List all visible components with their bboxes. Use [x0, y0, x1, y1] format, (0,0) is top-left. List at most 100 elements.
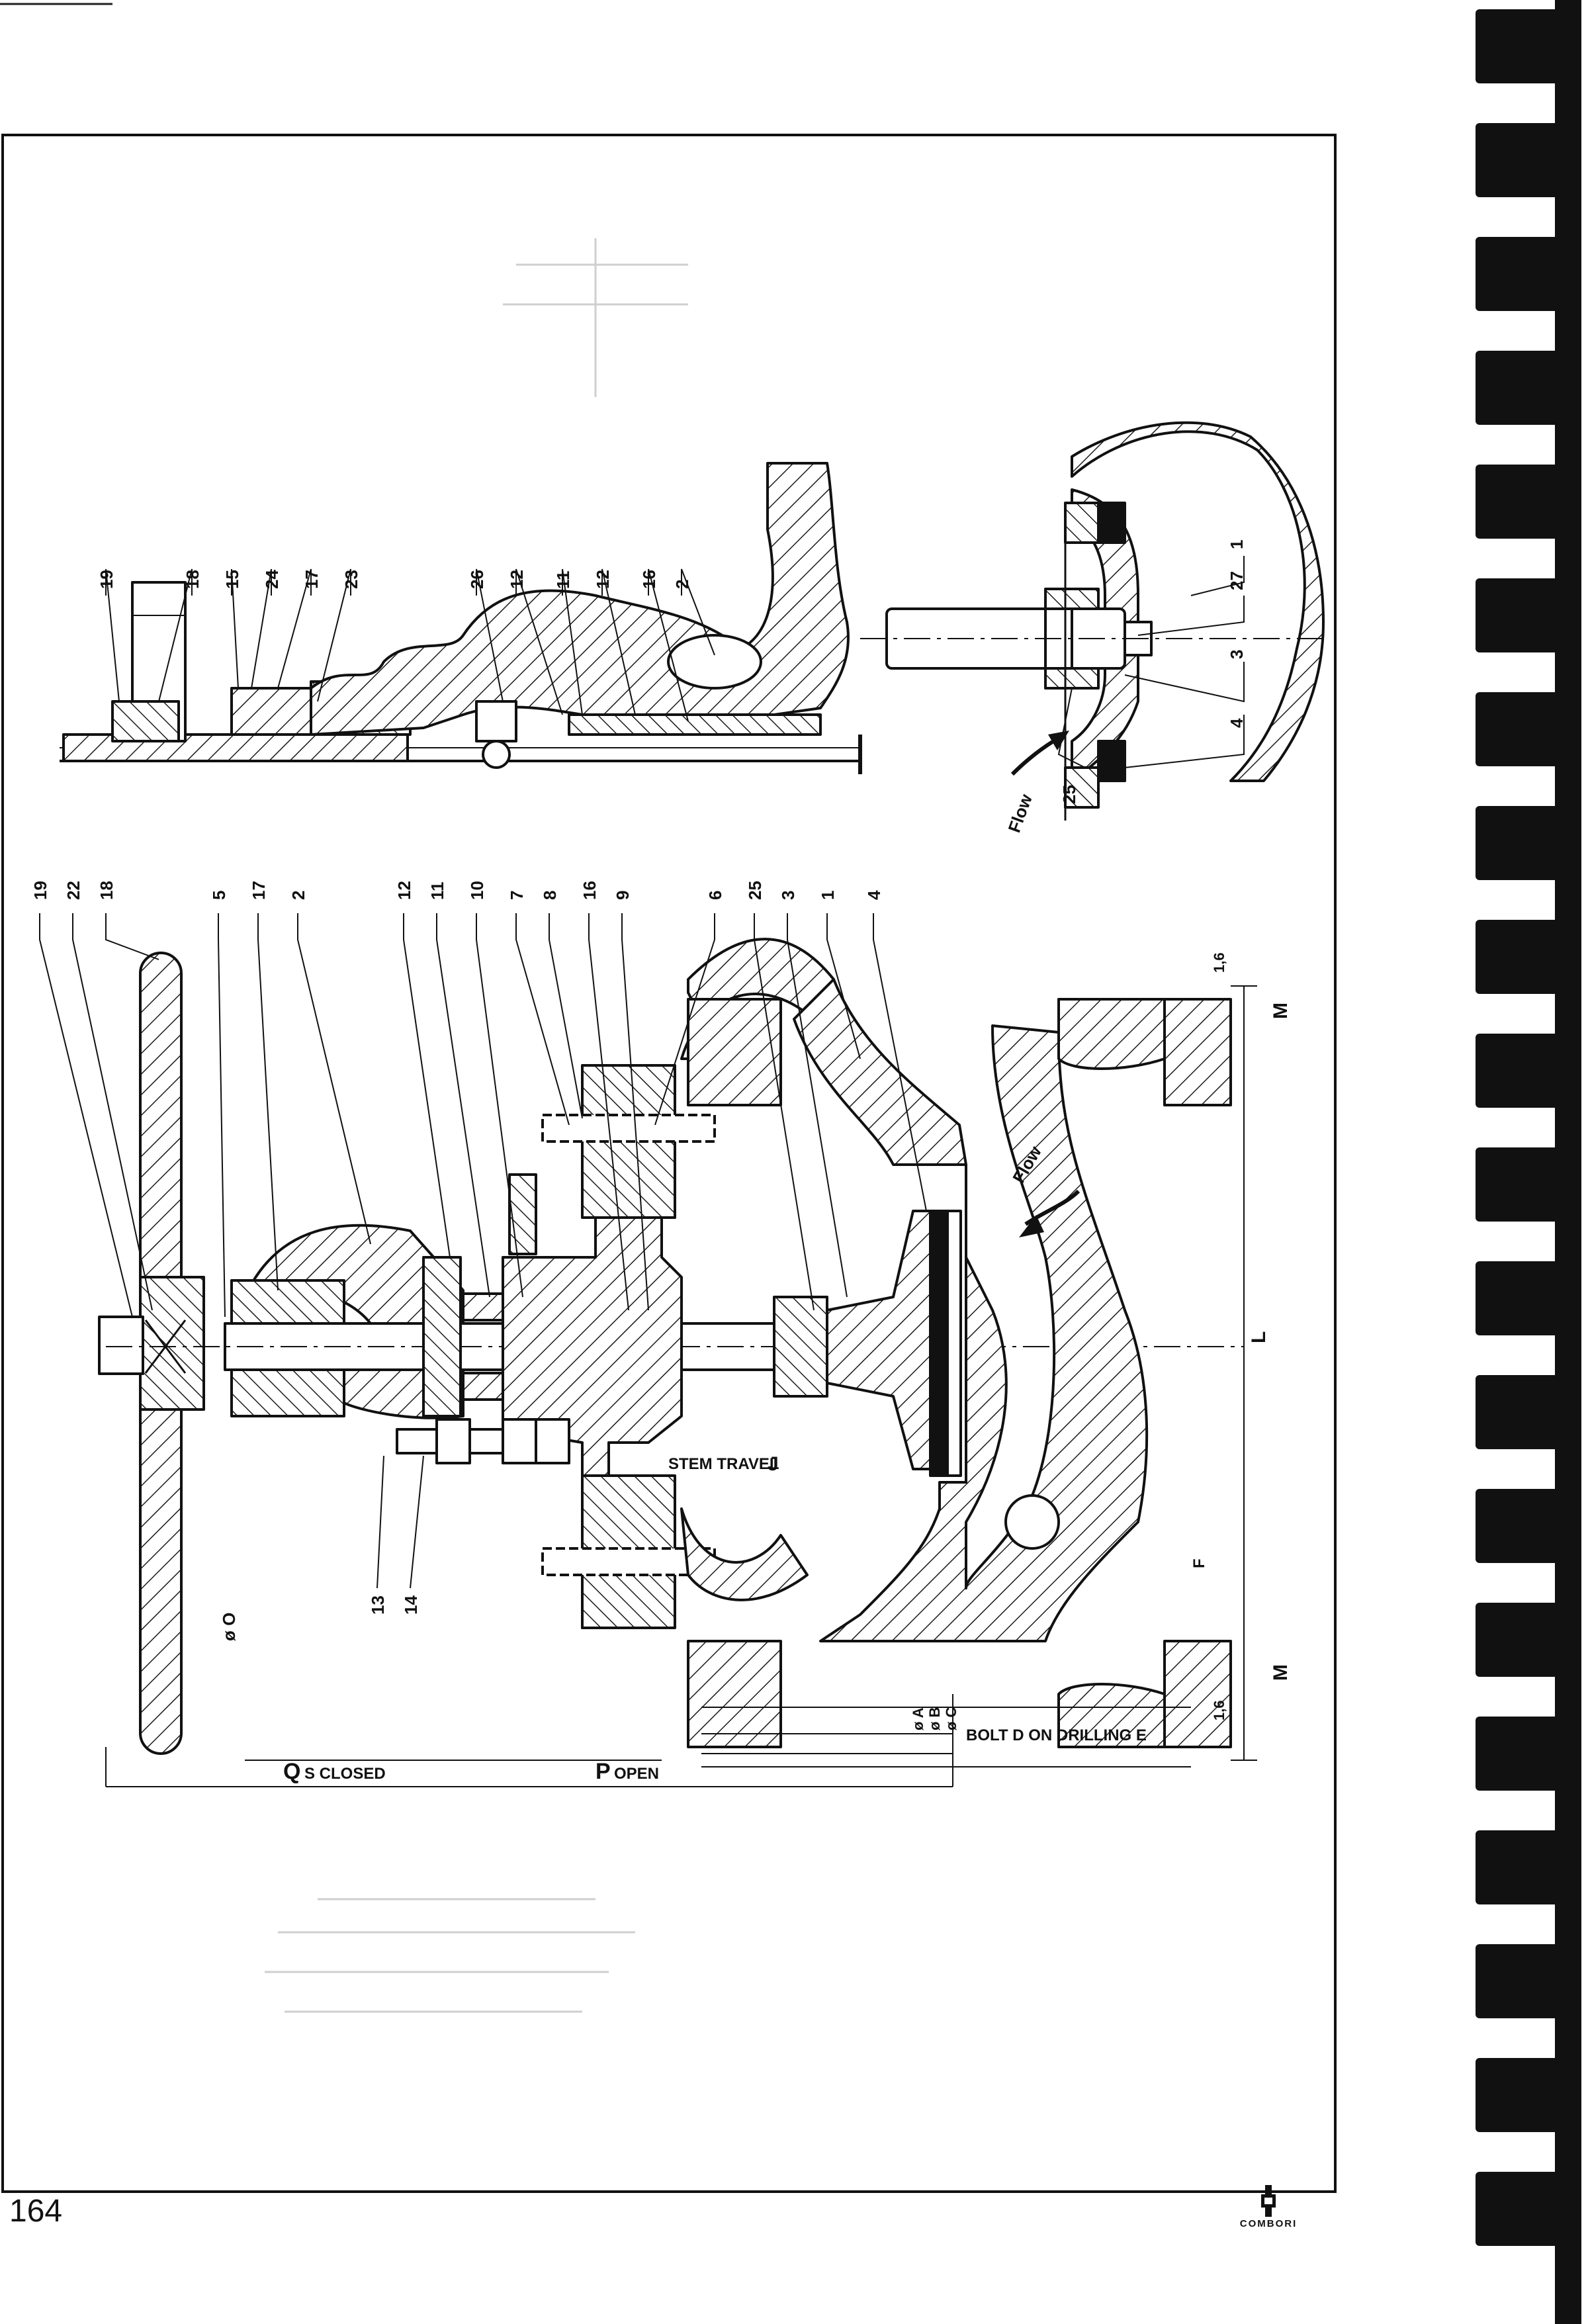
seat-ring-face [946, 1210, 962, 1477]
callout-10: 10 [467, 881, 487, 900]
detail-body-cavity [667, 634, 762, 690]
outlet-wall [1057, 998, 1166, 1070]
dim-O: ø O [219, 1613, 239, 1641]
disc-nut [773, 1296, 828, 1398]
detail-section-view [60, 462, 862, 774]
callout-6: 6 [705, 891, 725, 900]
detail-callout-leaders [105, 568, 715, 722]
logo-text: COMBORI [1239, 2218, 1298, 2229]
callout-8: 8 [540, 891, 560, 900]
detail-callout-18: 18 [183, 570, 202, 589]
gland-stud [508, 1173, 537, 1255]
callout-11: 11 [427, 882, 447, 901]
detail-callouts: 19 18 15 24 17 23 26 12 11 12 16 2 [97, 570, 692, 589]
dim-J: J [768, 1453, 779, 1475]
callout-7: 7 [507, 891, 527, 900]
dim-roughness-bottom: 1,6 [1211, 1700, 1227, 1721]
yoke-bushing-bottom [230, 1367, 345, 1417]
seat-ring [929, 1210, 949, 1477]
stem-nut [98, 1316, 144, 1375]
outlet-flange-top [1163, 998, 1232, 1106]
body-stud-upper [541, 1114, 716, 1143]
seat-ring-body-upper [1064, 502, 1100, 544]
yoke-bushing-top [230, 1279, 345, 1329]
valve-body [793, 978, 1149, 1642]
detail-callout-24: 24 [262, 570, 282, 589]
callout-12: 12 [394, 881, 414, 900]
body-end-flange-left [687, 998, 782, 1106]
body-drain-boss [1004, 1494, 1060, 1550]
callout-13: 13 [368, 1595, 388, 1615]
dim-P: P [596, 1759, 611, 1784]
gland-bolt-nut-a [435, 1418, 471, 1464]
detail-callout-19: 19 [97, 570, 116, 589]
callout-5: 5 [209, 891, 229, 900]
gland-bolt-nut-c [535, 1418, 570, 1464]
outlet-wall-lower [1057, 1683, 1166, 1748]
binding-comb [1476, 0, 1581, 2324]
detail-callout-12a: 12 [507, 570, 527, 589]
callout-22: 22 [64, 881, 83, 900]
flow-arrow-seat: Flow [1004, 731, 1069, 835]
seat-callout-4: 4 [1227, 718, 1247, 728]
main-callout-leaders [39, 913, 927, 1589]
callout-14: 14 [401, 1595, 421, 1615]
main-callouts: 19 22 18 5 17 2 12 11 10 7 8 16 9 6 25 3… [30, 881, 884, 1615]
dimension-labels: L M M 1,6 1,6 F ø O ø A ø B ø C BOLT D O… [219, 952, 1292, 1784]
dim-bolt: BOLT D ON DRILLING E [966, 1726, 1147, 1744]
dim-roughness-top: 1,6 [1211, 952, 1227, 973]
disc [826, 1210, 941, 1470]
detail-callout-2: 2 [672, 580, 692, 589]
detail-seat-ring [568, 713, 822, 736]
seat-ring-lower [1097, 740, 1126, 782]
seat-detail-view [860, 421, 1330, 821]
detail-nut [111, 700, 180, 742]
dim-S-closed: S CLOSED [304, 1765, 386, 1783]
seat-ring-upper [1097, 502, 1126, 544]
body-end-flange-right [687, 1640, 782, 1748]
detail-callout-17: 17 [302, 570, 322, 589]
detail-pin [482, 740, 511, 769]
seat-callout-27: 27 [1227, 571, 1247, 590]
detail-stud [475, 700, 517, 742]
callout-2: 2 [288, 891, 308, 900]
dim-open: OPEN [614, 1765, 659, 1783]
gland-flange [422, 1256, 462, 1417]
dim-stem-travel: STEM TRAVEL [668, 1455, 779, 1473]
show-through-marks [265, 238, 688, 2013]
combori-logo: COMBORI [1219, 2185, 1318, 2230]
dim-L: L [1248, 1331, 1270, 1343]
dim-F: F [1190, 1558, 1208, 1568]
drawing-frame [1, 134, 1337, 2193]
detail-callout-12b: 12 [593, 570, 613, 589]
detail-callout-16: 16 [639, 570, 659, 589]
dim-C: ø C [943, 1707, 959, 1730]
callout-3: 3 [778, 891, 798, 900]
detail-callout-26: 26 [467, 570, 487, 589]
handwheel-hub [139, 1276, 205, 1411]
flow-label-seat: Flow [1004, 791, 1036, 835]
seat-callout-3: 3 [1227, 650, 1247, 659]
seat-body-shell [1071, 421, 1325, 782]
seat-callouts: 1 27 3 25 4 [1059, 540, 1247, 804]
detail-gland [230, 687, 312, 736]
dim-B: ø B [926, 1707, 943, 1730]
body-lower-wall [680, 1507, 809, 1601]
seat-callout-25: 25 [1059, 785, 1079, 804]
dim-A: ø A [910, 1707, 926, 1730]
dim-Q: Q [283, 1759, 300, 1784]
callout-16: 16 [580, 881, 599, 900]
main-section-view [98, 938, 1257, 1787]
seat-nut-lower [1044, 667, 1100, 690]
seat-nut-upper [1044, 588, 1100, 610]
combori-logo-mark [1261, 2185, 1276, 2217]
callout-25: 25 [745, 881, 765, 900]
seat-callout-leaders [1057, 556, 1245, 768]
dim-M-bottom: M [1270, 1664, 1292, 1681]
seat-callout-1: 1 [1227, 540, 1247, 549]
outlet-flange-bottom [1163, 1640, 1232, 1748]
callout-9: 9 [613, 891, 633, 900]
callout-4: 4 [864, 890, 884, 900]
detail-callout-15: 15 [222, 570, 242, 589]
